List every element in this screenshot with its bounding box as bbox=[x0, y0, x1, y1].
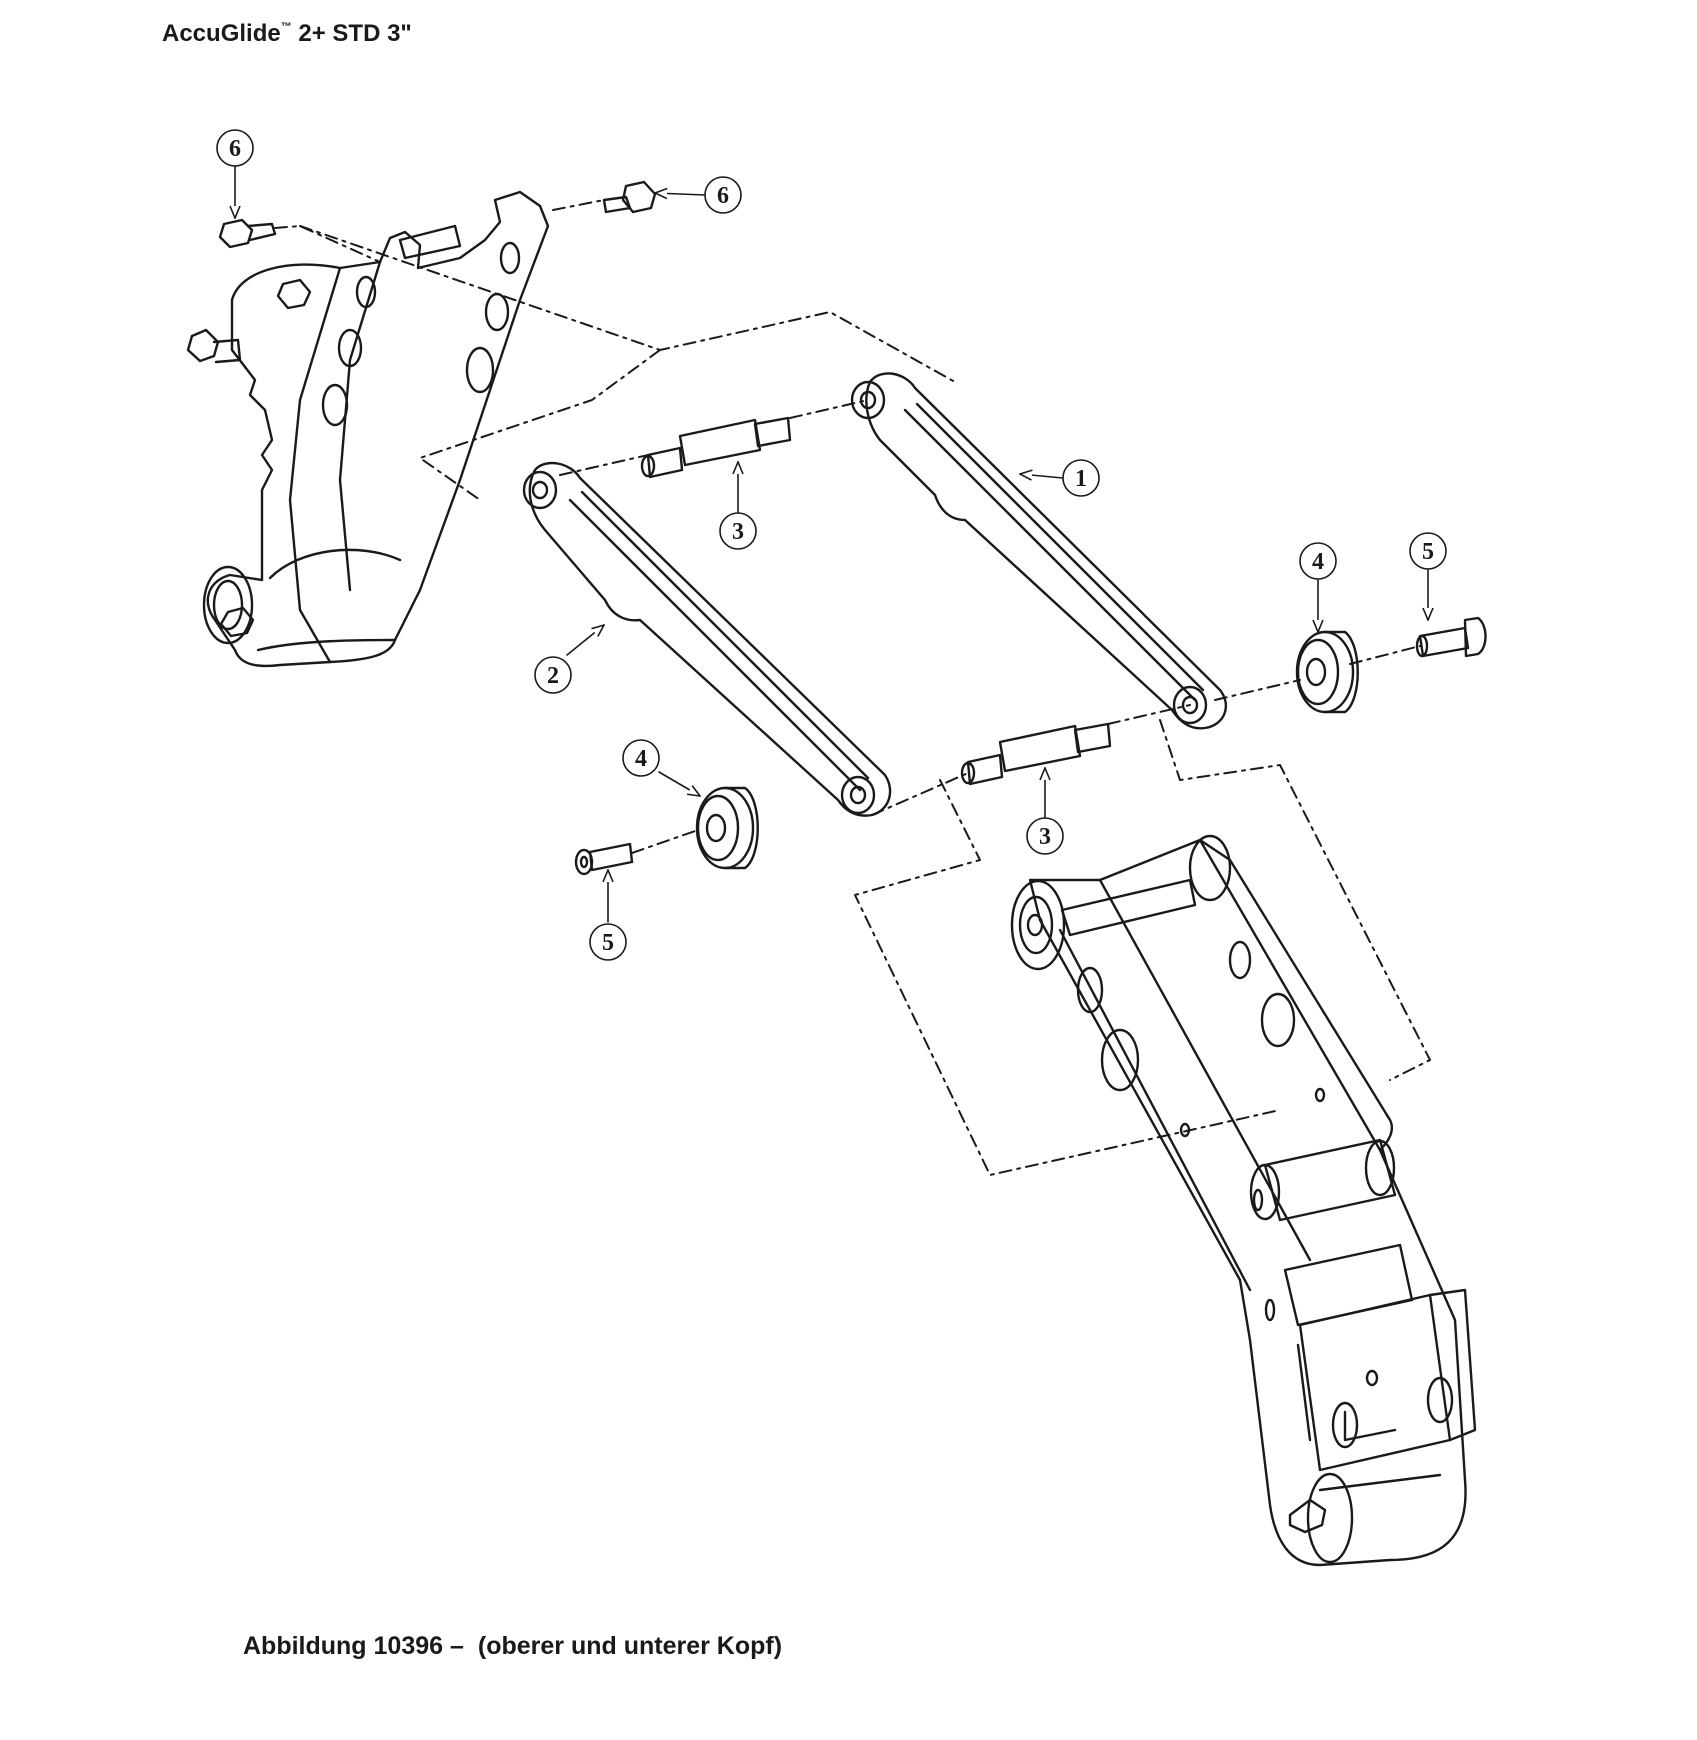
callout-number-5-left: 5 bbox=[602, 930, 614, 956]
assembly-lines bbox=[274, 199, 1431, 1176]
document-title: AccuGlide™ 2+ STD 3" bbox=[162, 20, 412, 48]
spacer-part-3-lower bbox=[960, 722, 1112, 786]
roller-part-4-right bbox=[1295, 630, 1359, 714]
product-name: AccuGlide bbox=[162, 20, 281, 47]
callout-number-4-left: 4 bbox=[635, 746, 647, 772]
link-arm-part-1 bbox=[850, 372, 1227, 730]
figure-caption: Abbildung 10396 – (oberer und unterer Kop… bbox=[243, 1632, 782, 1661]
callout-leaders bbox=[235, 165, 1428, 923]
callout-number-4-right: 4 bbox=[1312, 549, 1324, 575]
bolt-part-6-right bbox=[602, 180, 657, 214]
figure-number: Abbildung 10396 – bbox=[243, 1632, 464, 1660]
callout-number-6-left: 6 bbox=[229, 136, 241, 162]
spacer-part-3-upper bbox=[640, 416, 792, 479]
callout-number-2: 2 bbox=[547, 663, 559, 689]
model-name: 2+ STD 3" bbox=[298, 20, 412, 47]
callout-number-3-lower: 3 bbox=[1039, 824, 1051, 850]
callout-number-1: 1 bbox=[1075, 466, 1087, 492]
callout-number-5-right: 5 bbox=[1422, 539, 1434, 565]
bolt-part-6-left bbox=[218, 218, 277, 249]
pin-part-5-left bbox=[574, 842, 634, 876]
upper-head-bracket bbox=[186, 190, 550, 668]
callout-number-6-right: 6 bbox=[717, 183, 729, 209]
pin-part-5-right bbox=[1415, 616, 1487, 658]
roller-part-4-left bbox=[695, 786, 759, 870]
lower-head-bracket bbox=[1010, 834, 1477, 1567]
callout-circles bbox=[216, 129, 1447, 961]
figure-description: (oberer und unterer Kopf) bbox=[477, 1632, 783, 1660]
trademark-symbol: ™ bbox=[280, 21, 292, 33]
link-arm-part-2 bbox=[522, 461, 892, 817]
callout-number-3-upper: 3 bbox=[732, 519, 744, 545]
